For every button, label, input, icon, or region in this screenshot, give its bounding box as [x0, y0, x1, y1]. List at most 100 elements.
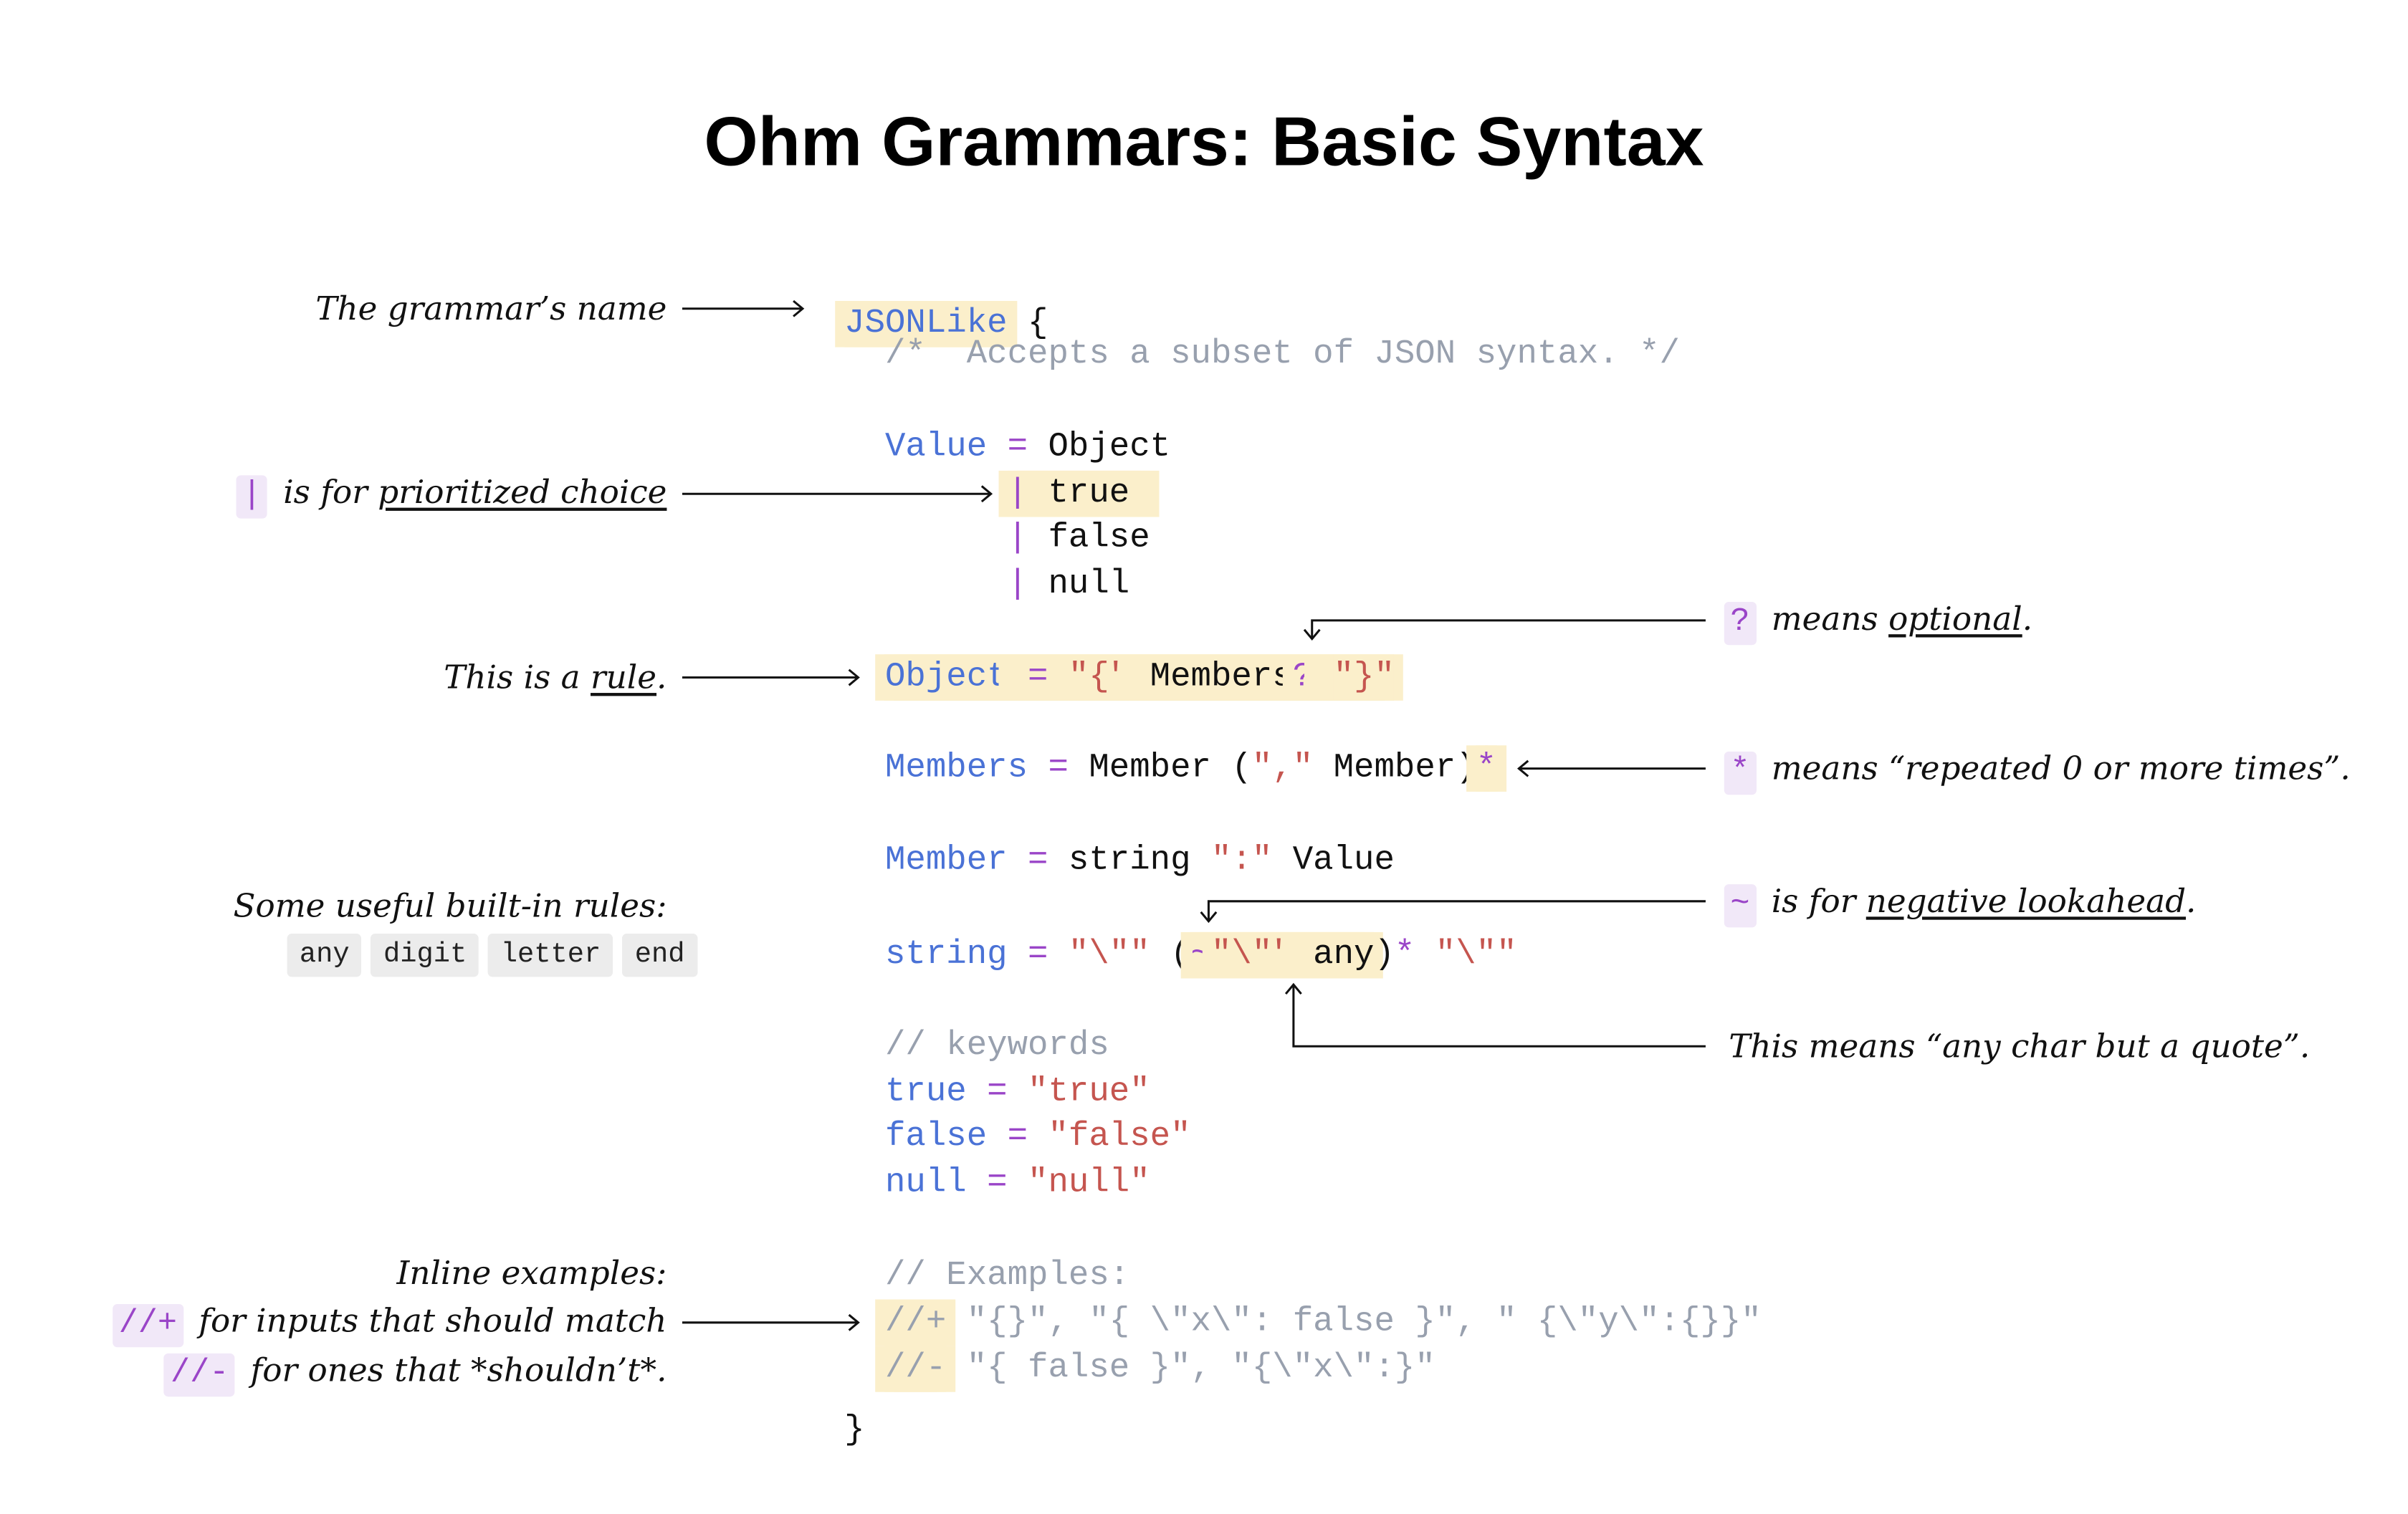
code-token: ","	[1251, 748, 1314, 787]
code-line: //- "{ false }", "{\"x\":}"	[844, 1346, 1435, 1392]
arrow-rule	[682, 669, 860, 686]
code-line: JSONLike {	[844, 285, 1048, 348]
code-token: )	[1374, 935, 1395, 974]
code-token	[1313, 654, 1334, 701]
code-token: Member)	[1313, 748, 1476, 787]
annotation-grammar-name: The grammar’s name	[315, 289, 667, 327]
code-line: Members = Member ("," Member)*	[844, 745, 1497, 792]
code-token: string	[885, 935, 1008, 974]
arrow-lookahead	[1200, 900, 1706, 924]
code-token: "false"	[1048, 1117, 1191, 1156]
code-token: *	[1476, 745, 1497, 792]
code-token: Value	[1272, 840, 1395, 880]
code-token: null	[1048, 565, 1130, 604]
code-token: Member (	[1089, 748, 1252, 787]
annotation-builtins: Some useful built-in rules:	[233, 887, 667, 925]
code-token: =	[1007, 935, 1069, 974]
arrow-repeat	[1516, 760, 1706, 777]
code-token: any	[1292, 931, 1375, 979]
code-token: Value	[885, 427, 988, 466]
code-token: string	[1068, 840, 1211, 880]
code-token: ~	[1190, 931, 1211, 979]
annotation-choice: |is for prioritized choice	[236, 469, 666, 519]
code-line: | false	[844, 515, 1150, 562]
code-token: *	[1394, 935, 1415, 974]
code-line: string = "\"" (~"\"" any)* "\""	[844, 931, 1517, 979]
code-token: |	[1007, 470, 1048, 517]
code-token: // Examples:	[885, 1256, 1130, 1295]
annotation-lookahead: ~is for negative lookahead.	[1724, 878, 2196, 928]
code-token: =	[966, 1072, 1028, 1111]
annotation-rule: This is a rule.	[444, 658, 667, 696]
code-token: =	[987, 427, 1048, 466]
code-token: |	[1007, 565, 1048, 604]
code-line: // Examples:	[844, 1253, 1129, 1300]
code-line: /* Accepts a subset of JSON syntax. */	[844, 332, 1680, 378]
code-token: {	[1007, 304, 1048, 343]
code-line: false = "false"	[844, 1114, 1191, 1161]
code-token: Object	[1048, 427, 1171, 466]
chip-any: any	[287, 934, 362, 977]
code-token: /* Accepts a subset of JSON syntax. */	[885, 335, 1680, 374]
code-token: |	[1007, 518, 1048, 557]
builtin-rule-chips: any digit letter end	[287, 934, 697, 977]
code-token: "{"	[1068, 654, 1130, 701]
annotation-any-char: This means “any char but a quote”.	[1729, 1027, 2311, 1065]
code-token: ?	[1292, 654, 1314, 701]
code-token: =	[1007, 654, 1069, 701]
code-token: false	[1048, 518, 1150, 557]
code-token: "{ false }", "{\"x\":}"	[946, 1348, 1435, 1388]
code-token: "true"	[1028, 1072, 1150, 1111]
code-token: Member	[885, 840, 1008, 880]
arrow-optional	[1303, 619, 1706, 641]
arrow-anychar	[1284, 982, 1706, 1048]
arrow-examples	[682, 1313, 860, 1331]
code-token: =	[1007, 840, 1069, 880]
code-token: ":"	[1210, 840, 1273, 880]
code-token: true	[1048, 470, 1150, 517]
code-line: null = "null"	[844, 1161, 1150, 1207]
annotation-inline-examples: Inline examples:	[396, 1255, 667, 1292]
code-line: Member = string ":" Value	[844, 838, 1395, 885]
code-token: "{}", "{ \"x\": false }", " {\"y\":{}}"	[946, 1302, 1762, 1341]
code-token: JSONLike	[844, 300, 1008, 348]
code-line: }	[844, 1392, 864, 1450]
code-line: Object = "{" Members? "}"	[844, 654, 1395, 701]
code-token: //-	[885, 1346, 947, 1392]
code-token: false	[885, 1117, 988, 1156]
code-line: //+ "{}", "{ \"x\": false }", " {\"y\":{…	[844, 1299, 1762, 1346]
code-line: true = "true"	[844, 1070, 1150, 1116]
code-token: null	[885, 1163, 967, 1202]
annotation-repeat: *means “repeated 0 or more times”.	[1724, 745, 2351, 795]
code-token: =	[966, 1163, 1028, 1202]
code-token: //+	[885, 1299, 947, 1346]
code-token: // keywords	[885, 1026, 1109, 1065]
chip-end: end	[622, 934, 697, 977]
code-token: Object	[885, 654, 1008, 701]
annotation-negative-examples: //-for ones that *shouldn’t*.	[164, 1347, 666, 1397]
code-line: | true	[844, 470, 1150, 517]
code-token: "\""	[1068, 935, 1150, 974]
code-token: "}"	[1333, 654, 1395, 701]
code-token: "\""	[1210, 931, 1293, 979]
arrow-choice	[682, 485, 993, 503]
code-token: true	[885, 1072, 967, 1111]
page-title: Ohm Grammars: Basic Syntax	[704, 102, 1704, 181]
code-token: "\""	[1435, 935, 1517, 974]
chip-digit: digit	[371, 934, 479, 977]
code-token: (	[1150, 935, 1191, 974]
code-line: // keywords	[844, 1023, 1109, 1070]
chip-letter: letter	[488, 934, 613, 977]
annotation-optional: ?means optional.	[1724, 595, 2032, 646]
code-line: Value = Object	[844, 424, 1170, 471]
code-token: Members	[1129, 654, 1293, 701]
code-token: "null"	[1028, 1163, 1150, 1202]
arrow-name	[682, 300, 805, 317]
code-line: | null	[844, 562, 1130, 608]
code-token: }	[844, 1410, 865, 1450]
code-token: Members	[885, 748, 1028, 787]
code-token: =	[1028, 748, 1089, 787]
pipe-badge: |	[236, 475, 268, 519]
